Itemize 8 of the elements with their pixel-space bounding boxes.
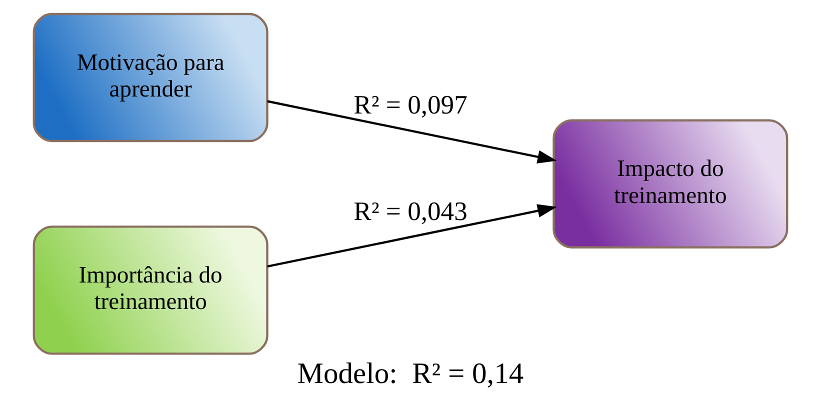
node-box: Importância do treinamento — [32, 226, 268, 355]
node-box: Motivação para aprender — [32, 12, 268, 142]
caption: Modelo: R² = 0,14 — [297, 358, 524, 390]
edge-label: R² = 0,043 — [354, 196, 468, 226]
arrow — [267, 204, 557, 268]
edge-label: R² = 0,097 — [354, 90, 468, 120]
arrow — [267, 100, 557, 164]
node-box: Impacto do treinamento — [552, 119, 788, 248]
